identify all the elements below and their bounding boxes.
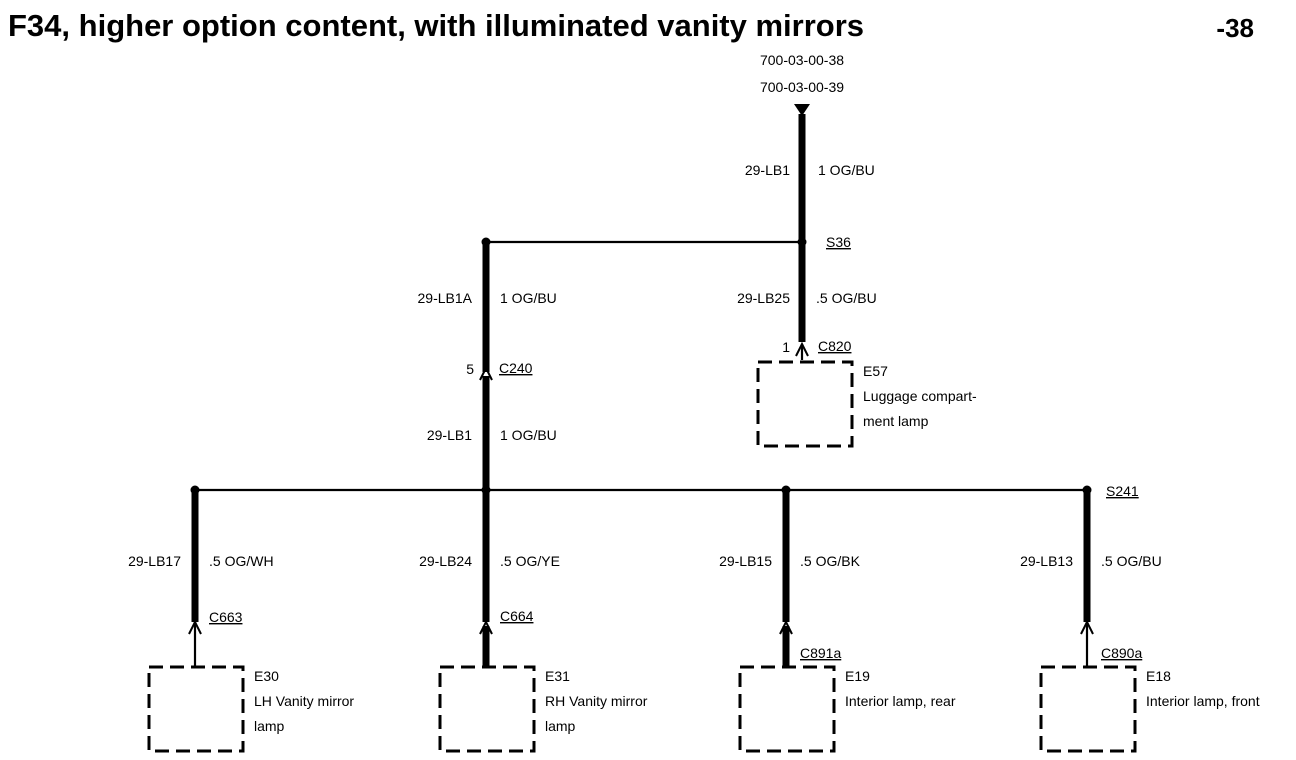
wire-e31-id: 29-LB24 <box>419 553 472 569</box>
wire-lb1a-spec: 1 OG/BU <box>500 290 557 306</box>
wire-top-spec: 1 OG/BU <box>818 162 875 178</box>
component-e19-box <box>738 665 836 753</box>
wire-top-id: 29-LB1 <box>745 162 790 178</box>
component-e30-box <box>147 665 245 753</box>
component-e57-box <box>756 360 854 448</box>
component-e57-name-2: ment lamp <box>863 413 929 429</box>
wire-e31-spec: .5 OG/YE <box>500 553 560 569</box>
component-e18-name-1: Interior lamp, front <box>1146 693 1260 709</box>
wire-e30-spec: .5 OG/WH <box>209 553 274 569</box>
page-reference: -38 <box>1216 13 1254 43</box>
cross-reference-1: 700-03-00-38 <box>760 52 844 68</box>
cross-reference-2: 700-03-00-39 <box>760 79 844 95</box>
supply-arrow-icon <box>794 104 810 116</box>
component-e31-box <box>438 665 536 753</box>
connector-c240-label: C240 <box>499 360 533 376</box>
wire-lb1-lower-id: 29-LB1 <box>427 427 472 443</box>
wire-e18-id: 29-LB13 <box>1020 553 1073 569</box>
component-e57-name-1: Luggage compart- <box>863 388 977 404</box>
component-e30-name-2: lamp <box>254 718 285 734</box>
connector-c820-pin: 1 <box>782 339 790 355</box>
wire-e30-id: 29-LB17 <box>128 553 181 569</box>
component-e30-id: E30 <box>254 668 279 684</box>
wire-e19-spec: .5 OG/BK <box>800 553 861 569</box>
component-e19-name-1: Interior lamp, rear <box>845 693 956 709</box>
component-e19-id: E19 <box>845 668 870 684</box>
splice-label-s241: S241 <box>1106 483 1139 499</box>
wire-lb25-id: 29-LB25 <box>737 290 790 306</box>
connector-c664-symbol <box>479 619 493 635</box>
connector-c890a-label: C890a <box>1101 645 1142 661</box>
connector-c664-label: C664 <box>500 608 534 624</box>
wire-e19-id: 29-LB15 <box>719 553 772 569</box>
component-e18-box <box>1039 665 1137 753</box>
connector-c240-pin: 5 <box>466 361 474 377</box>
connector-c891a-label: C891a <box>800 645 841 661</box>
diagram-title: F34, higher option content, with illumin… <box>8 8 864 43</box>
connector-c240-symbol <box>479 365 493 381</box>
splice-label-s36: S36 <box>826 234 851 250</box>
connector-c663-label: C663 <box>209 609 243 625</box>
component-e57-id: E57 <box>863 363 888 379</box>
wire-lb25-spec: .5 OG/BU <box>816 290 877 306</box>
connector-c820-label: C820 <box>818 338 852 354</box>
connector-c891a-symbol <box>779 619 793 635</box>
component-e31-name-2: lamp <box>545 718 576 734</box>
component-e18-id: E18 <box>1146 668 1171 684</box>
wire-e18-spec: .5 OG/BU <box>1101 553 1162 569</box>
wire-lb1-lower-spec: 1 OG/BU <box>500 427 557 443</box>
component-e30-name-1: LH Vanity mirror <box>254 693 354 709</box>
wire-lb1a-id: 29-LB1A <box>418 290 473 306</box>
component-e31-id: E31 <box>545 668 570 684</box>
component-e31-name-1: RH Vanity mirror <box>545 693 648 709</box>
